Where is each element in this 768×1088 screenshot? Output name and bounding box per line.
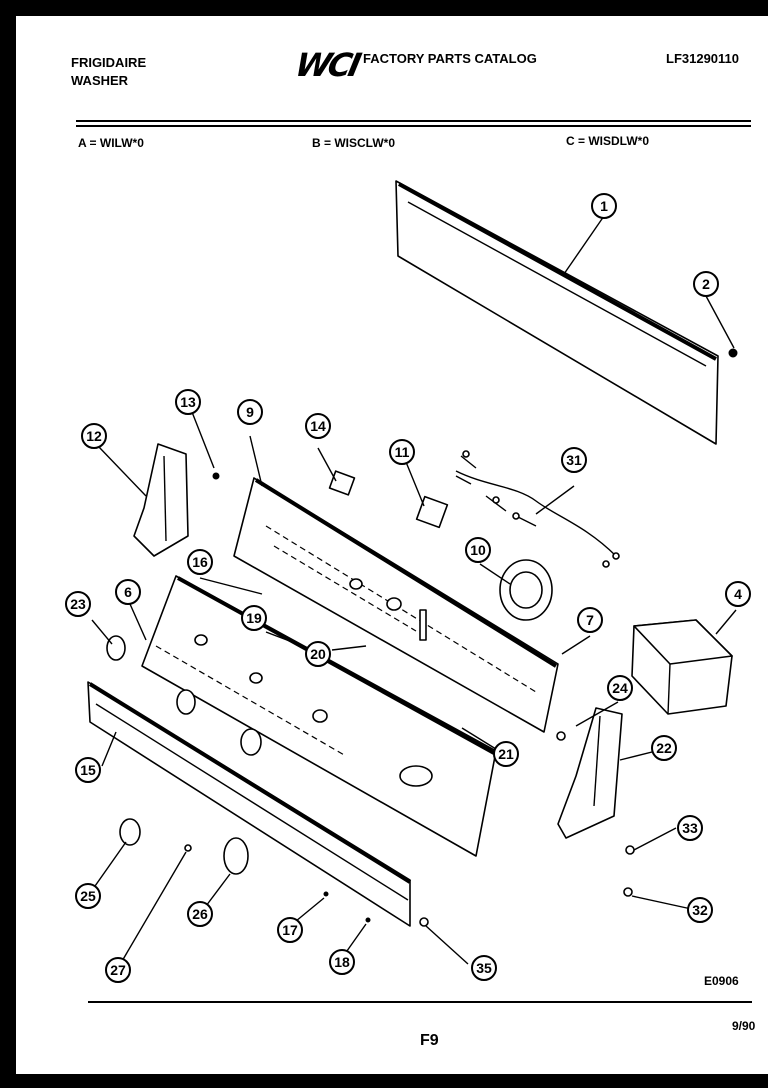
callout-25: 25 (75, 883, 101, 909)
switch-box-part (631, 619, 733, 715)
brand-line-1: FRIGIDAIRE (71, 55, 147, 70)
callout-number: 25 (80, 888, 96, 904)
callout-22: 22 (651, 735, 677, 761)
callout-11: 11 (389, 439, 415, 465)
callout-number: 19 (246, 610, 262, 626)
callout-number: 10 (470, 542, 486, 558)
callout-21: 21 (493, 741, 519, 767)
callout-14: 14 (305, 413, 331, 439)
callout-32: 32 (687, 897, 713, 923)
footer-rule (88, 1001, 752, 1003)
callout-number: 1 (600, 198, 608, 214)
callout-number: 18 (334, 954, 350, 970)
model-c: C = WISDLW*0 (566, 134, 650, 148)
callout-12: 12 (81, 423, 107, 449)
callout-24: 24 (607, 675, 633, 701)
callout-number: 31 (566, 452, 582, 468)
callout-6: 6 (115, 579, 141, 605)
callout-number: 15 (80, 762, 96, 778)
page-number: F9 (420, 1032, 439, 1049)
callout-number: 13 (180, 394, 196, 410)
timer-part (499, 559, 553, 621)
callout-number: 33 (682, 820, 698, 836)
callout-27: 27 (105, 957, 131, 983)
callout-number: 24 (612, 680, 628, 696)
switch-parts (328, 470, 449, 529)
callout-33: 33 (677, 815, 703, 841)
callout-number: 32 (692, 902, 708, 918)
catalog-date: 9/90 (732, 1019, 756, 1033)
callout-23: 23 (65, 591, 91, 617)
callout-number: 4 (734, 586, 742, 602)
lower-trim-part (87, 681, 412, 927)
parts-catalog-page: FRIGIDAIRE WASHER WCI FACTORY PARTS CATA… (16, 16, 768, 1074)
callout-13: 13 (175, 389, 201, 415)
console-part (233, 477, 559, 733)
callout-1: 1 (591, 193, 617, 219)
side-bracket-part (133, 443, 220, 557)
diagram-code: E0906 (704, 974, 739, 988)
right-bracket-part (557, 707, 623, 839)
callout-20: 20 (305, 641, 331, 667)
callout-26: 26 (187, 901, 213, 927)
callout-35: 35 (471, 955, 497, 981)
exploded-view-diagram: 1 2 4 6 7 9 10 11 12 13 14 15 16 17 18 1… (65, 180, 751, 983)
model-b: B = WISCLW*0 (312, 136, 396, 150)
model-a: A = WILW*0 (78, 136, 144, 150)
callout-number: 16 (192, 554, 208, 570)
brand-line-2: WASHER (71, 73, 129, 88)
callout-number: 21 (498, 746, 514, 762)
callout-7: 7 (577, 607, 603, 633)
callout-2: 2 (693, 271, 719, 297)
callout-number: 12 (86, 428, 102, 444)
callout-number: 23 (70, 596, 86, 612)
header-rule-top (76, 120, 751, 122)
callout-number: 22 (656, 740, 672, 756)
callout-17: 17 (277, 917, 303, 943)
catalog-code: LF31290110 (666, 51, 740, 66)
callout-18: 18 (329, 949, 355, 975)
header-rule-bottom (76, 125, 751, 127)
callout-9: 9 (237, 399, 263, 425)
callout-number: 7 (586, 612, 594, 628)
back-panel-part (395, 180, 738, 445)
knob-parts (106, 635, 262, 875)
callout-15: 15 (75, 757, 101, 783)
callout-number: 26 (192, 906, 208, 922)
callout-4: 4 (725, 581, 751, 607)
wire-harness-part (455, 450, 620, 568)
callout-number: 20 (310, 646, 326, 662)
callout-16: 16 (187, 549, 213, 575)
callout-number: 6 (124, 584, 132, 600)
callout-number: 9 (246, 404, 254, 420)
callout-19: 19 (241, 605, 267, 631)
callout-number: 14 (310, 418, 326, 434)
callout-number: 17 (282, 922, 298, 938)
hardware-parts (323, 731, 635, 927)
callout-number: 11 (395, 444, 410, 460)
callout-number: 2 (702, 276, 710, 292)
callout-31: 31 (561, 447, 587, 473)
callout-number: 35 (476, 960, 492, 976)
callout-number: 27 (110, 962, 126, 978)
callout-10: 10 (465, 537, 491, 563)
front-panel-part (141, 575, 497, 857)
catalog-title: FACTORY PARTS CATALOG (363, 51, 537, 66)
